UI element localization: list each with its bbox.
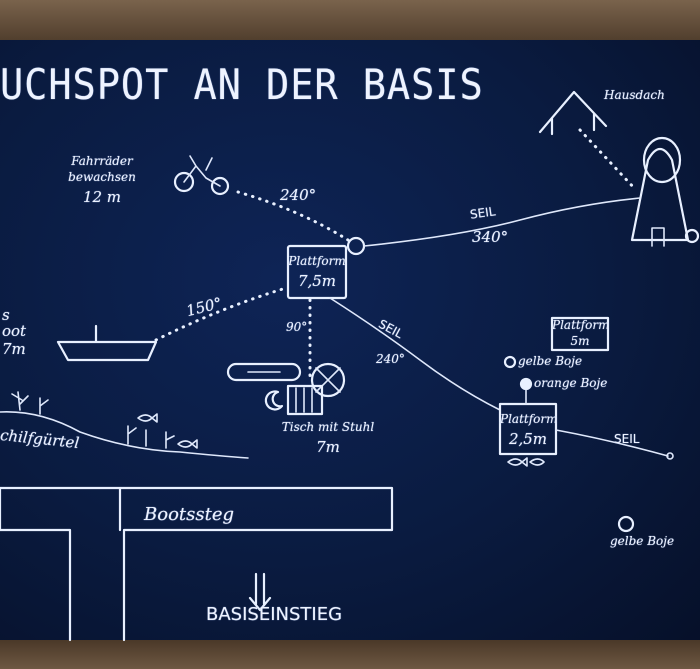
platform-7-5-line1: Plattform [288, 254, 346, 268]
path-150 [154, 286, 288, 342]
yellow-buoy-2-label: gelbe Boje [610, 534, 675, 548]
yellow-buoy-1-label: gelbe Boje [518, 354, 583, 368]
angle-90: 90° [286, 320, 308, 334]
orange-buoy-label: orange Boje [534, 376, 608, 390]
rope-340 [363, 197, 641, 247]
jetty-label: Bootssteg [144, 504, 235, 525]
wooden-frame-top [0, 0, 700, 42]
table-label-line2: 7m [316, 438, 340, 456]
entry-label: BASISEINSTIEG [206, 604, 343, 625]
anchor-ring-icon [346, 236, 366, 256]
angle-240-top: 240° [280, 186, 317, 204]
fish-icon-3 [177, 439, 198, 449]
yellow-buoy-1-icon [503, 355, 517, 369]
bikes-label-line2: bewachsen [68, 170, 136, 184]
bikes-depth: 12 m [82, 188, 122, 206]
orange-buoy-icon [519, 377, 533, 391]
table-icon [286, 384, 324, 416]
tower-door-icon [651, 227, 665, 247]
platform-2-5-line1: Plattform [500, 412, 558, 426]
boat-label-line3: 7m [2, 340, 26, 358]
rope-end-dot [666, 452, 674, 460]
tower-icon [630, 147, 690, 242]
jetty-outline [0, 486, 394, 642]
platform-7-5-box [286, 244, 348, 300]
table-label-line1: Tisch mit Stuhl [281, 420, 375, 434]
sign-title: UCHSPOT AN DER BASIS [0, 60, 484, 109]
platform-7-5-line2: 7,5m [297, 272, 337, 290]
rope-240 [329, 297, 501, 411]
reed-icon [11, 391, 175, 449]
entry-arrow-icon [248, 572, 272, 612]
angle-340: 340° [472, 228, 509, 246]
rope-label-3: SEIL [614, 432, 640, 446]
platform-5-box [550, 316, 610, 352]
moon-icon [264, 390, 284, 411]
fish-icon [507, 457, 545, 467]
boat-icon [56, 324, 158, 362]
roof-label: Hausdach [604, 88, 665, 102]
house-roof-icon [538, 90, 608, 136]
umbrella-icon [310, 362, 346, 398]
log-icon [226, 362, 302, 382]
bicycle-icon [173, 155, 230, 196]
platform-2-5-line2: 2,5m [508, 430, 548, 448]
boat-label-line1: s [2, 306, 10, 324]
tower-side-ring-icon [684, 228, 700, 244]
seabed-line [0, 411, 249, 459]
wooden-frame-bottom [0, 640, 700, 669]
platform-5-line1: Plattform [552, 318, 610, 332]
angle-240-mid: 240° [376, 352, 405, 366]
boat-label-line2: oot [2, 322, 27, 340]
fish-icon-2 [137, 413, 158, 423]
roof-to-tower-path [578, 128, 638, 192]
rope-right [555, 429, 669, 457]
platform-5-line2: 5m [570, 334, 590, 348]
yellow-buoy-2-icon [617, 515, 635, 533]
tower-ring-icon [642, 136, 682, 184]
platform-2-5-box [498, 402, 558, 456]
bikes-label-line1: Fahrräder [71, 154, 133, 168]
